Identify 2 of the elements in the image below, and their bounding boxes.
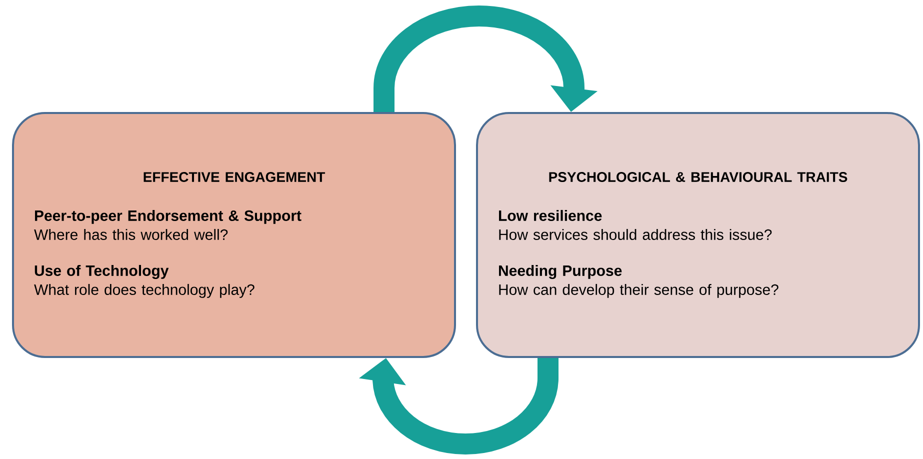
text-box: PSYCHOLOGICAL & BEHAVIOURAL TRAITS Low resilience How services should address this issue? Needing Purpose How can develop their sense of purpose? (476, 112, 920, 358)
text-box: EFFECTIVE ENGAGEMENT Peer-to-peer Endorsement & Support Where has this worked well? Use of Technology What role does technology play? (12, 112, 456, 358)
